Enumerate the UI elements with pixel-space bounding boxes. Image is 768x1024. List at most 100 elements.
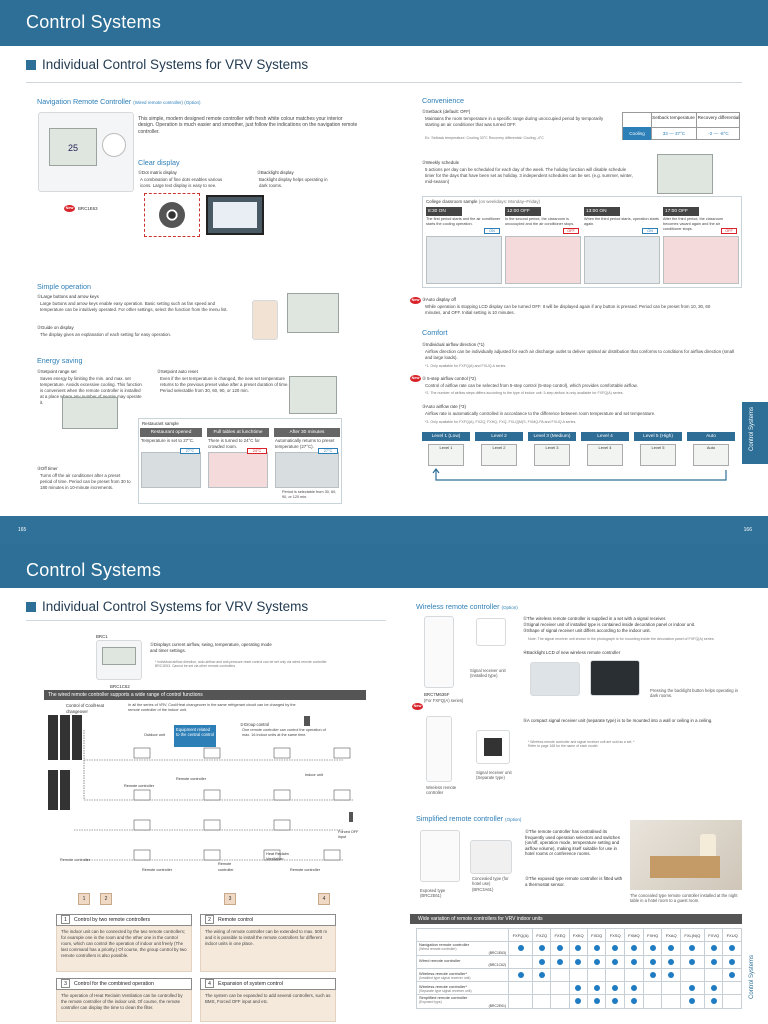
- college-time-4: 17:00 OFF: [663, 207, 699, 216]
- variation-cell: [568, 981, 588, 995]
- fan-level-1-screen: Level 1: [428, 444, 464, 466]
- range-text: Saves energy by limiting the min. and ma…: [40, 376, 142, 405]
- large-buttons-text: Large buttons and arrow keys enable easy…: [40, 301, 228, 312]
- variation-cell: [507, 955, 534, 969]
- setback-recovery: -2 — -8°C: [696, 127, 740, 140]
- availability-dot-icon: [517, 971, 524, 978]
- availability-dot-icon: [729, 958, 736, 965]
- function-box-3-num: 3: [61, 979, 70, 988]
- availability-dot-icon: [649, 945, 656, 951]
- availability-dot-icon: [612, 958, 619, 965]
- availability-dot-icon: [575, 984, 582, 991]
- simplified-text-1: ①The remote controller has centralised i…: [525, 829, 620, 857]
- diagram-num-3: 3: [224, 893, 236, 905]
- college-chip-1: ON: [484, 228, 500, 234]
- diagram-num-1: 1: [78, 893, 90, 905]
- restaurant-text-3: Automatically returns to preset temperat…: [275, 438, 335, 449]
- availability-dot-icon: [710, 945, 717, 951]
- airflow-note: *1. Only available for FXFQ(A) and FXUQ.…: [425, 364, 507, 368]
- availability-dot-icon: [668, 958, 675, 965]
- top-side-tab-text: Control Systems: [749, 406, 756, 452]
- range-lcd-image: [62, 397, 118, 429]
- restaurant-temp-3: 27°C: [318, 448, 338, 454]
- variation-cell: [532, 994, 552, 1009]
- restaurant-scene-2: [208, 452, 268, 488]
- variation-row-name-cell: Wireless remote controller*(Installed ty…: [416, 968, 509, 982]
- diagram-remote-label-1: Remote controller: [176, 777, 206, 781]
- restaurant-text-2: There is turned to 24°C for crowded room…: [208, 438, 260, 449]
- variation-cell: [703, 941, 724, 956]
- menu-lcd-image: [287, 293, 339, 333]
- simplified-text-2: ②The exposed type remote controller is f…: [525, 876, 623, 887]
- variation-column-header: FXMQ: [623, 928, 644, 942]
- fan-level-5-tag: Level 5 (High): [634, 432, 682, 441]
- hand-operating-image: [252, 300, 278, 340]
- page-number-band: 165 166: [0, 516, 768, 544]
- variation-cell: [703, 994, 724, 1009]
- availability-dot-icon: [668, 945, 675, 951]
- simplified-heading-note: (Option): [505, 817, 522, 822]
- page-number-right: 166: [743, 527, 752, 533]
- autodisplay-title: ③Auto display off: [422, 297, 456, 302]
- variation-cell: [722, 994, 742, 1009]
- variation-row-sub: (Separate type signal receiver unit): [419, 988, 472, 993]
- variation-cell: [703, 981, 724, 995]
- variation-row-model: (BRC2E61): [488, 1004, 506, 1008]
- auto-reset-text: Even if the set temperature is changed, …: [160, 376, 289, 393]
- variation-title: Wide variation of remote controllers for…: [410, 914, 742, 924]
- airflow-title: ①Individual airflow direction (*1): [422, 342, 485, 347]
- availability-dot-icon: [630, 984, 637, 991]
- variation-cell: [661, 941, 681, 956]
- function-box-3-text: The operation of Heat Reclaim Ventilatio…: [61, 993, 183, 1010]
- variation-column-header: FXVQ: [703, 928, 724, 942]
- wired-model-top: BRC1: [96, 634, 108, 639]
- college-scene-3: [584, 236, 660, 284]
- variation-cell: [642, 968, 663, 982]
- diagram-remote-controller-2: Remote controller: [142, 868, 172, 872]
- backlight-text: Backlight display helps operating in dar…: [259, 177, 328, 188]
- variation-row-sub: (Installed type signal receiver unit): [419, 975, 471, 980]
- availability-dot-icon: [556, 945, 563, 951]
- variation-title-text: Wide variation of remote controllers for…: [418, 916, 543, 922]
- step-title: ② 5-step airflow control (*2): [422, 376, 476, 381]
- setback-table: Setback temperature Recovery differentia…: [622, 112, 740, 140]
- backlight-lcd-screen: [213, 202, 257, 228]
- variation-cell: [550, 968, 570, 982]
- availability-dot-icon: [538, 971, 545, 978]
- wired-remote-lcd: [102, 647, 136, 665]
- function-box-4-text: The system can be expanded to add severa…: [205, 993, 331, 1004]
- wired-remote-image: [96, 640, 142, 680]
- fan-level-2-tag: Level 2: [475, 432, 523, 441]
- variation-row-name: Wireless remote controller*: [419, 970, 468, 976]
- variation-column-header: FXUQ: [722, 928, 742, 942]
- top-section-title-text: Individual Control Systems for VRV Syste…: [42, 57, 309, 72]
- variation-cell: [661, 955, 681, 969]
- setback-temp-range: 33 — 37°C: [651, 127, 696, 140]
- wireless-item-note: Note: The signal receiver unit shown in …: [528, 637, 715, 641]
- availability-dot-icon: [710, 998, 717, 1004]
- wireless-backlight-cap: Pressing the backlight button helps oper…: [650, 688, 738, 699]
- dot-matrix-title: ①Dot matrix display: [138, 170, 177, 175]
- setback-head-2: Recovery differential: [696, 113, 740, 127]
- restaurant-col-1: Restaurant opened: [140, 428, 202, 437]
- guide-title: ②Guide on display: [37, 325, 74, 330]
- variation-column-header: FXEQ: [550, 928, 570, 942]
- guide-text: The display gives an explanation of each…: [40, 332, 172, 337]
- variation-cell: [623, 955, 644, 969]
- variation-cell: [568, 994, 588, 1009]
- bottom-side-tab-text: Control Systems: [749, 954, 756, 1000]
- displays-note: * Individual airflow direction, auto air…: [155, 660, 327, 669]
- airflow-text: Airflow direction can be individually ad…: [425, 349, 734, 360]
- hotel-photo-cap: The concealed type remote controller ins…: [630, 893, 738, 904]
- bottom-header-band: Control Systems: [0, 544, 768, 588]
- availability-dot-icon: [575, 958, 582, 965]
- fan-level-2-screen: Level 2: [481, 444, 517, 466]
- variation-cell: [642, 981, 663, 995]
- wireless-model: BRC7M635F: [424, 692, 450, 697]
- top-header-title: Control Systems: [26, 12, 162, 32]
- availability-dot-icon: [593, 984, 600, 991]
- variation-cell: [586, 981, 607, 995]
- nav-new-badge: New: [64, 205, 75, 212]
- autodisplay-text: While operation is stopping LCD display …: [425, 304, 711, 315]
